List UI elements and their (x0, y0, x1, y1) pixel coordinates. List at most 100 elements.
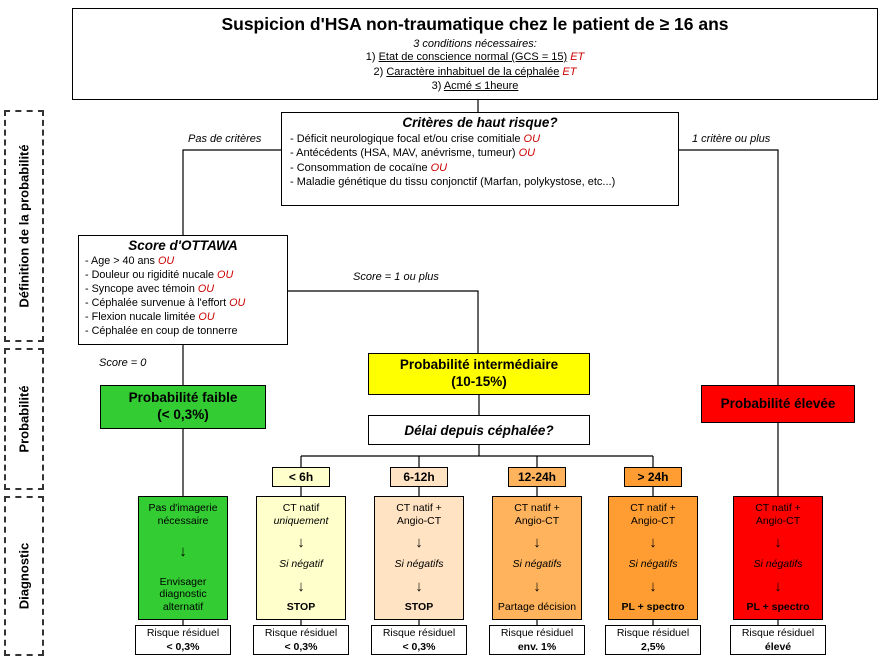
node-residual-risk: Risque résiduel < 0,3% (371, 625, 467, 655)
risk-label: Risque résiduel (500, 627, 574, 639)
node-residual-risk: Risque résiduel élevé (730, 625, 826, 655)
condition-text: Acmé ≤ 1heure (443, 80, 519, 93)
condition-operator: ET (562, 65, 577, 78)
risk-label: Risque résiduel (616, 627, 690, 639)
probability-label: Probabilité intermédiaire (399, 357, 559, 373)
diagnostic-action-text: STOP (404, 601, 434, 614)
node-bucket-6-12h: 6-12h (390, 467, 448, 487)
down-arrow-icon: ↓ (774, 577, 782, 595)
diagnostic-action-text: STOP (286, 601, 316, 614)
edge-label-score-one-plus: Score = 1 ou plus (353, 271, 439, 283)
page-title: Suspicion d'HSA non-traumatique chez le … (221, 14, 729, 34)
node-residual-risk: Risque résiduel env. 1% (489, 625, 585, 655)
probability-label: Probabilité faible (128, 390, 238, 406)
condition-number: 2) (373, 65, 384, 78)
node-residual-risk: Risque résiduel 2,5% (605, 625, 701, 655)
criteria-operator: OU (197, 282, 215, 295)
probability-value: (10-15%) (451, 374, 507, 389)
condition-line: 1) Etat de conscience normal (GCS = 15)E… (73, 50, 877, 65)
node-bucket-lt6h: < 6h (272, 467, 330, 487)
diagnostic-step-text: CT natif + Angio-CT (755, 502, 801, 527)
condition-number: 1) (365, 51, 376, 63)
edge-label-one-criterion-or-more: 1 critère ou plus (692, 133, 771, 145)
risk-value: 2,5% (641, 640, 665, 653)
diagnostic-action-text: Partage décision (497, 601, 577, 614)
diagnostic-step-text: Pas d'imagerie nécessaire (148, 502, 218, 527)
node-diagnostic-gt24h: CT natif + Angio-CT ↓ Si négatifs ↓ PL +… (608, 496, 698, 620)
node-title: Score d'OTTAWA (128, 238, 238, 253)
criteria-item: - Maladie génétique du tissu conjonctif … (290, 175, 616, 188)
diagnostic-condition-text: Si négatifs (512, 558, 562, 570)
node-probability-low: Probabilité faible (< 0,3%) (100, 385, 266, 429)
conditions-intro: 3 conditions nécessaires: (413, 38, 537, 50)
node-residual-risk: Risque résiduel < 0,3% (253, 625, 349, 655)
diagnostic-step-text: CT natif + Angio-CT (514, 502, 560, 527)
diagnostic-action-text: PL + spectro (621, 601, 685, 614)
section-label: Probabilité (16, 385, 32, 453)
node-diagnostic-6-12h: CT natif + Angio-CT ↓ Si négatifs ↓ STOP (374, 496, 464, 620)
edge-label-no-criteria: Pas de critères (188, 133, 262, 145)
risk-label: Risque résiduel (382, 627, 456, 639)
edge-label-score-zero: Score = 0 (99, 357, 147, 369)
node-header: Suspicion d'HSA non-traumatique chez le … (72, 8, 878, 100)
node-probability-high: Probabilité élevée (701, 385, 855, 423)
section-probabilite: Probabilité (4, 348, 44, 490)
node-bucket-gt24h: > 24h (624, 467, 682, 487)
diagnostic-action-text: PL + spectro (746, 601, 810, 614)
risk-label: Risque résiduel (146, 627, 220, 639)
condition-line: 3) Acmé ≤ 1heure (73, 79, 877, 94)
node-delay-question: Délai depuis céphalée? (368, 415, 590, 445)
diagnostic-step-text: CT natif + Angio-CT (630, 502, 676, 527)
node-diagnostic-no-imaging: Pas d'imagerie nécessaire ↓ Envisager di… (138, 496, 228, 620)
section-definition-probabilite: Définition de la probabilité (4, 110, 44, 342)
probability-label: Probabilité élevée (720, 395, 836, 411)
diagnostic-condition-text: Si négatifs (753, 558, 803, 570)
criteria-operator: OU (217, 268, 234, 281)
section-label: Diagnostic (16, 542, 32, 610)
risk-value: < 0,3% (402, 640, 436, 653)
diagnostic-condition-text: Si négatifs (628, 558, 678, 570)
probability-value: (< 0,3%) (157, 407, 209, 422)
node-bucket-12-24h: 12-24h (508, 467, 566, 487)
down-arrow-icon: ↓ (297, 577, 305, 595)
criteria-operator: OU (229, 296, 246, 309)
down-arrow-icon: ↓ (533, 577, 541, 595)
down-arrow-icon: ↓ (649, 577, 657, 595)
risk-label: Risque résiduel (741, 627, 815, 639)
criteria-operator: OU (430, 161, 448, 174)
diagnostic-condition-text: Si négatifs (394, 558, 444, 570)
criteria-operator: OU (198, 310, 215, 323)
diagnostic-step-text: Envisager diagnostic alternatif (159, 575, 207, 614)
node-diagnostic-12-24h: CT natif + Angio-CT ↓ Si négatifs ↓ Part… (492, 496, 582, 620)
risk-value: < 0,3% (166, 640, 200, 653)
risk-value: < 0,3% (284, 640, 318, 653)
node-diagnostic-high-probability: CT natif + Angio-CT ↓ Si négatifs ↓ PL +… (733, 496, 823, 620)
risk-label: Risque résiduel (264, 627, 338, 639)
condition-number: 3) (431, 80, 442, 93)
down-arrow-icon: ↓ (415, 577, 423, 595)
risk-value: env. 1% (517, 640, 557, 653)
section-diagnostic: Diagnostic (4, 496, 44, 656)
down-arrow-icon: ↓ (297, 534, 305, 552)
down-arrow-icon: ↓ (533, 534, 541, 552)
criteria-operator: OU (523, 133, 541, 145)
diagnostic-step-text: CT natif + Angio-CT (396, 502, 442, 527)
criteria-item: - Déficit neurologique focal et/ou crise… (290, 133, 541, 145)
criteria-operator: OU (157, 255, 175, 267)
criteria-item: - Antécédents (HSA, MAV, anévrisme, tume… (290, 147, 536, 160)
down-arrow-icon: ↓ (179, 543, 187, 561)
condition-text: Caractère inhabituel de la céphalée (386, 65, 560, 78)
node-title: Critères de haut risque? (402, 115, 558, 130)
down-arrow-icon: ↓ (415, 534, 423, 552)
